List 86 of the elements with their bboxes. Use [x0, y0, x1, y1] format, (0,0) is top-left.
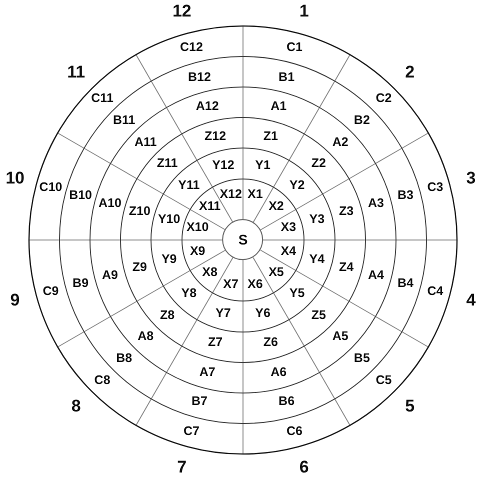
zone-label: B12: [188, 70, 211, 84]
zone-label: C8: [94, 374, 110, 388]
zone-label: B11: [112, 114, 136, 128]
zone-label: C9: [42, 284, 59, 298]
zone-label: C1: [286, 40, 302, 55]
zone-label: Z7: [208, 336, 223, 350]
zone-label: X4: [280, 245, 296, 260]
zone-label: B6: [278, 396, 295, 410]
sector-number: 11: [67, 64, 86, 82]
zone-label: Z6: [263, 336, 278, 350]
zone-label: X10: [186, 220, 209, 235]
zone-label: A4: [368, 268, 384, 282]
zone-label: A3: [368, 197, 384, 212]
zone-label: B7: [191, 396, 208, 410]
zone-label: Y12: [212, 159, 234, 173]
zone-label: Z2: [311, 157, 326, 172]
sector-number: 8: [71, 398, 81, 416]
zone-label: A12: [196, 100, 219, 114]
zone-label: X5: [268, 266, 284, 280]
zone-label: X12: [220, 188, 242, 202]
zone-label: Z12: [204, 130, 226, 144]
zone-label: Y11: [178, 179, 200, 193]
zone-label: Z8: [160, 308, 175, 323]
zone-label: A5: [332, 330, 348, 344]
zone-label: C5: [376, 374, 392, 388]
zone-label: B2: [354, 114, 370, 128]
zone-label: A9: [102, 268, 118, 282]
zone-label: C12: [180, 40, 203, 55]
zone-label: Z11: [156, 157, 178, 172]
zone-label: B3: [397, 190, 414, 204]
zone-label: Z9: [132, 260, 147, 275]
zone-label: B1: [278, 70, 295, 84]
sector-number: 9: [10, 292, 20, 310]
sector-number: 6: [299, 458, 309, 478]
zone-label: B8: [116, 352, 132, 366]
zone-label: Y8: [181, 287, 197, 301]
zone-label: A1: [270, 100, 287, 114]
zone-label: X1: [248, 188, 263, 202]
sector-number: 2: [405, 64, 415, 82]
sector-number: 3: [466, 170, 476, 188]
zone-label: Z3: [339, 205, 354, 220]
zone-label: X8: [202, 266, 218, 280]
zone-label: C2: [376, 92, 392, 106]
zone-label: C10: [39, 182, 62, 196]
zone-label: B10: [69, 190, 92, 204]
zone-label: Y5: [289, 287, 305, 301]
sector-number: 1: [299, 2, 309, 22]
zone-label: A10: [98, 197, 122, 212]
zone-label: Y9: [161, 252, 177, 267]
sector-number: 7: [177, 458, 187, 478]
center-circle: [222, 219, 264, 261]
zone-label: Z1: [263, 130, 278, 144]
zone-label: Y3: [309, 213, 325, 228]
zone-label: X7: [223, 278, 238, 292]
zone-label: C7: [184, 425, 200, 440]
zone-label: A6: [270, 366, 287, 380]
zone-label: X2: [268, 200, 284, 214]
zone-label: Z4: [339, 260, 354, 275]
zone-label: X6: [248, 278, 263, 292]
zone-label: Y2: [289, 179, 305, 193]
zone-label: B4: [397, 276, 414, 290]
sector-number: 4: [466, 292, 476, 310]
zone-label: Y1: [255, 159, 270, 173]
zone-label: A2: [332, 136, 348, 150]
zone-label: Z5: [311, 308, 326, 323]
zone-label: C11: [91, 92, 114, 106]
zone-label: A7: [199, 366, 216, 380]
zone-label: C3: [427, 182, 444, 196]
zone-label: Y6: [255, 307, 270, 321]
zone-label: B5: [354, 352, 370, 366]
zone-label: A8: [138, 330, 154, 344]
center-label: S: [238, 232, 248, 248]
zone-label: Z10: [128, 205, 150, 220]
zone-label: X9: [190, 245, 206, 260]
zone-label: B9: [72, 276, 89, 290]
zone-label: C6: [286, 425, 302, 440]
sector-number: 5: [405, 398, 415, 416]
zone-label: X11: [198, 200, 221, 214]
zone-label: Y4: [309, 252, 325, 267]
zone-label: X3: [280, 220, 296, 235]
zone-label: Y7: [216, 307, 231, 321]
sector-number: 12: [172, 2, 192, 22]
zone-label: Y10: [158, 213, 180, 228]
sector-number: 10: [6, 170, 24, 188]
zone-label: A11: [134, 136, 157, 150]
zone-label: C4: [427, 284, 444, 298]
